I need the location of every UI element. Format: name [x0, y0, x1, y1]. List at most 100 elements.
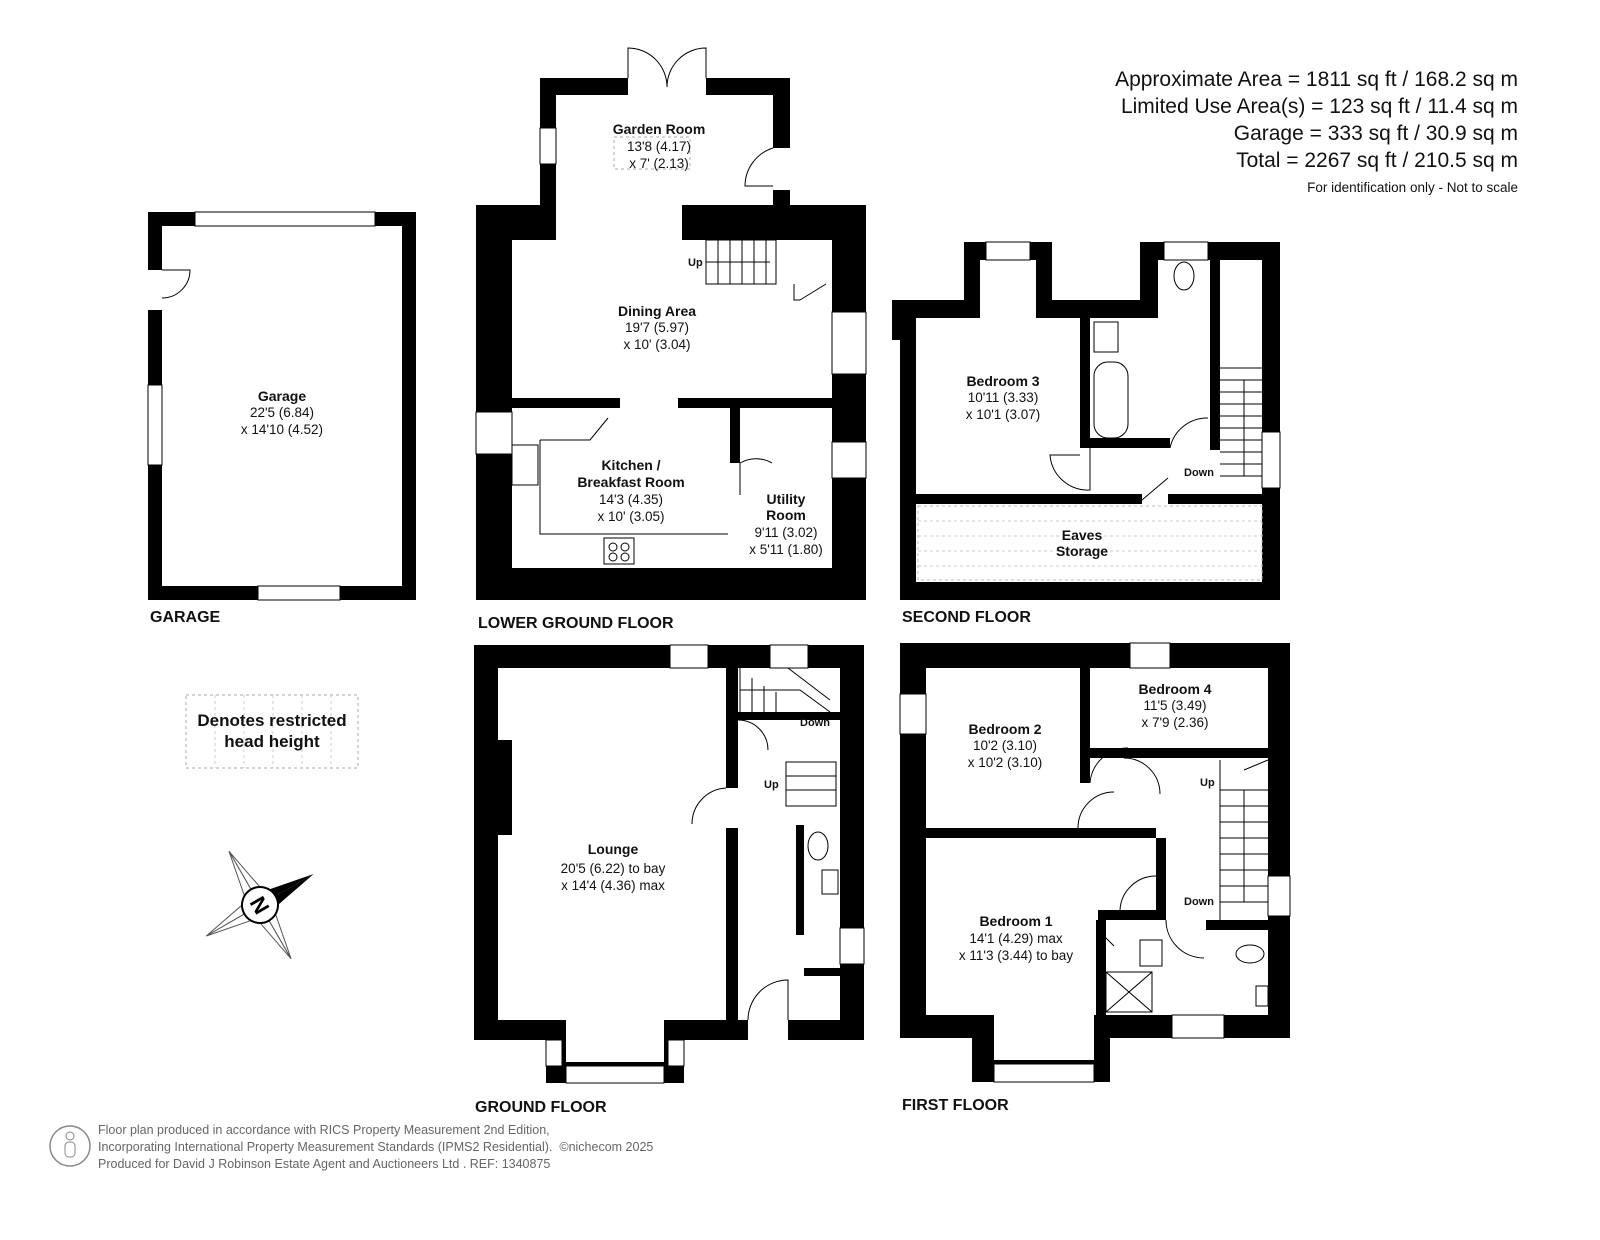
total-area: Total = 2267 sq ft / 210.5 sq m — [1236, 149, 1518, 172]
stairs-up-label: Up — [764, 779, 779, 791]
door — [691, 787, 727, 825]
legend-text: head height — [224, 732, 320, 751]
window — [1171, 1014, 1225, 1039]
lower-ground-floor-plan: Up Garden Room 13'8 (4.17) x 7' (2.13) D… — [475, 47, 867, 632]
door — [1049, 448, 1091, 491]
window — [194, 211, 376, 227]
room-dimension: x 10' (3.04) — [623, 337, 690, 352]
room-dimension: 19'7 (5.97) — [625, 320, 689, 335]
room-dimension: 22'5 (6.84) — [250, 405, 314, 420]
garage-area: Garage = 333 sq ft / 30.9 sq m — [1233, 122, 1518, 145]
toilet-icon — [1235, 944, 1265, 964]
sink-icon — [511, 444, 539, 486]
door — [1089, 747, 1129, 784]
shower-icon — [1105, 971, 1153, 1013]
room-name-garage: Garage — [258, 388, 306, 404]
floor-label-second: SECOND FLOOR — [902, 609, 1031, 626]
staircase — [1220, 367, 1262, 477]
footer-line-3: Produced for David J Robinson Estate Age… — [98, 1157, 551, 1171]
bay-window — [565, 1065, 665, 1084]
window — [831, 311, 867, 375]
room-dimension: 10'11 (3.33) — [968, 390, 1039, 405]
second-floor-plan: Down Bedroom 3 10'11 (3.33) x 10'1 (3.07… — [892, 241, 1281, 626]
approximate-area: Approximate Area = 1811 sq ft / 168.2 sq… — [1115, 68, 1518, 91]
room-name-bedroom-1: Bedroom 1 — [979, 913, 1052, 929]
basin-icon — [1139, 939, 1163, 967]
door — [1165, 919, 1205, 959]
window — [147, 384, 163, 466]
room-dimension: x 7' (2.13) — [629, 156, 689, 171]
restricted-height-legend: Denotes restricted head height — [185, 694, 359, 769]
garage-plan: Garage 22'5 (6.84) x 14'10 (4.52) GARAGE — [147, 211, 416, 626]
scale-note: For identification only - Not to scale — [1307, 180, 1518, 195]
window — [1129, 642, 1171, 669]
stairs-up-label: Up — [1200, 777, 1215, 789]
footer-line-1: Floor plan produced in accordance with R… — [98, 1123, 550, 1137]
bay-window — [993, 1063, 1095, 1083]
room-dimension: x 7'9 (2.36) — [1141, 715, 1208, 730]
room-name-bedroom-4: Bedroom 4 — [1138, 681, 1211, 697]
basin-icon — [1093, 321, 1119, 353]
room-name-kitchen: Breakfast Room — [577, 474, 684, 490]
front-door — [747, 979, 789, 1021]
stairs-up-label: Up — [688, 257, 703, 269]
window — [539, 127, 557, 165]
toilet-icon — [1173, 261, 1195, 291]
room-dimension: x 10'2 (3.10) — [968, 755, 1043, 770]
room-dimension: 14'1 (4.29) max — [969, 931, 1063, 946]
room-name-eaves: Storage — [1056, 543, 1108, 559]
window — [257, 585, 341, 601]
room-name-utility: Room — [766, 507, 806, 523]
room-name-eaves: Eaves — [1062, 527, 1103, 543]
window — [669, 644, 709, 669]
footer-line-2: Incorporating International Property Mea… — [98, 1140, 553, 1154]
room-dimension: 20'5 (6.22) to bay — [561, 861, 666, 876]
window — [545, 1039, 563, 1067]
window — [839, 927, 865, 965]
room-dimension: x 10' (3.05) — [597, 509, 664, 524]
window — [985, 241, 1031, 261]
door — [1119, 875, 1157, 911]
footer: Floor plan produced in accordance with R… — [98, 1122, 653, 1173]
limited-use-area: Limited Use Area(s) = 123 sq ft / 11.4 s… — [1120, 95, 1518, 118]
room-name-utility: Utility — [767, 491, 806, 507]
room-dimension: 9'11 (3.02) — [754, 525, 817, 540]
toilet-icon — [807, 831, 829, 861]
door — [1123, 757, 1161, 795]
room-name-bedroom-3: Bedroom 3 — [966, 373, 1039, 389]
door — [1141, 477, 1169, 501]
door — [161, 269, 191, 299]
room-name-garden-room: Garden Room — [613, 121, 706, 137]
room-name-dining-area: Dining Area — [618, 303, 696, 319]
room-dimension: 13'8 (4.17) — [627, 139, 691, 154]
door — [1097, 929, 1115, 947]
room-dimension: x 10'1 (3.07) — [966, 407, 1041, 422]
door — [737, 719, 769, 751]
room-dimension: 10'2 (3.10) — [973, 738, 1037, 753]
staircase — [739, 667, 837, 807]
floor-label-ground: GROUND FLOOR — [475, 1099, 607, 1116]
door — [744, 147, 774, 187]
floor-label-garage: GARAGE — [150, 609, 221, 626]
copyright: ©nichecom 2025 — [559, 1140, 654, 1154]
room-dimension: x 14'10 (4.52) — [241, 422, 323, 437]
window — [475, 411, 513, 455]
first-floor-plan: Up Down Bedroom 2 10'2 (3.10) x 10'2 (3.… — [899, 642, 1291, 1114]
room-dimension: 14'3 (4.35) — [599, 492, 663, 507]
kitchen-counter — [539, 417, 728, 535]
french-doors — [627, 47, 707, 88]
legend-text: Denotes restricted — [197, 711, 346, 730]
room-dimension: x 14'4 (4.36) max — [561, 878, 665, 893]
window — [1163, 241, 1209, 261]
door — [1077, 791, 1115, 829]
room-name-lounge: Lounge — [588, 841, 639, 857]
eaves-storage-area — [917, 505, 1263, 581]
stairs-down-label: Down — [1184, 896, 1214, 908]
area-summary: Approximate Area = 1811 sq ft / 168.2 sq… — [1115, 66, 1518, 196]
hob-icon — [603, 537, 635, 565]
door — [1169, 417, 1209, 449]
room-dimension: x 5'11 (1.80) — [749, 542, 823, 557]
restricted-head-height-area — [613, 136, 691, 170]
ground-floor-plan: Down Up Lounge 20'5 (6.22) to bay x 14'4… — [474, 644, 865, 1116]
